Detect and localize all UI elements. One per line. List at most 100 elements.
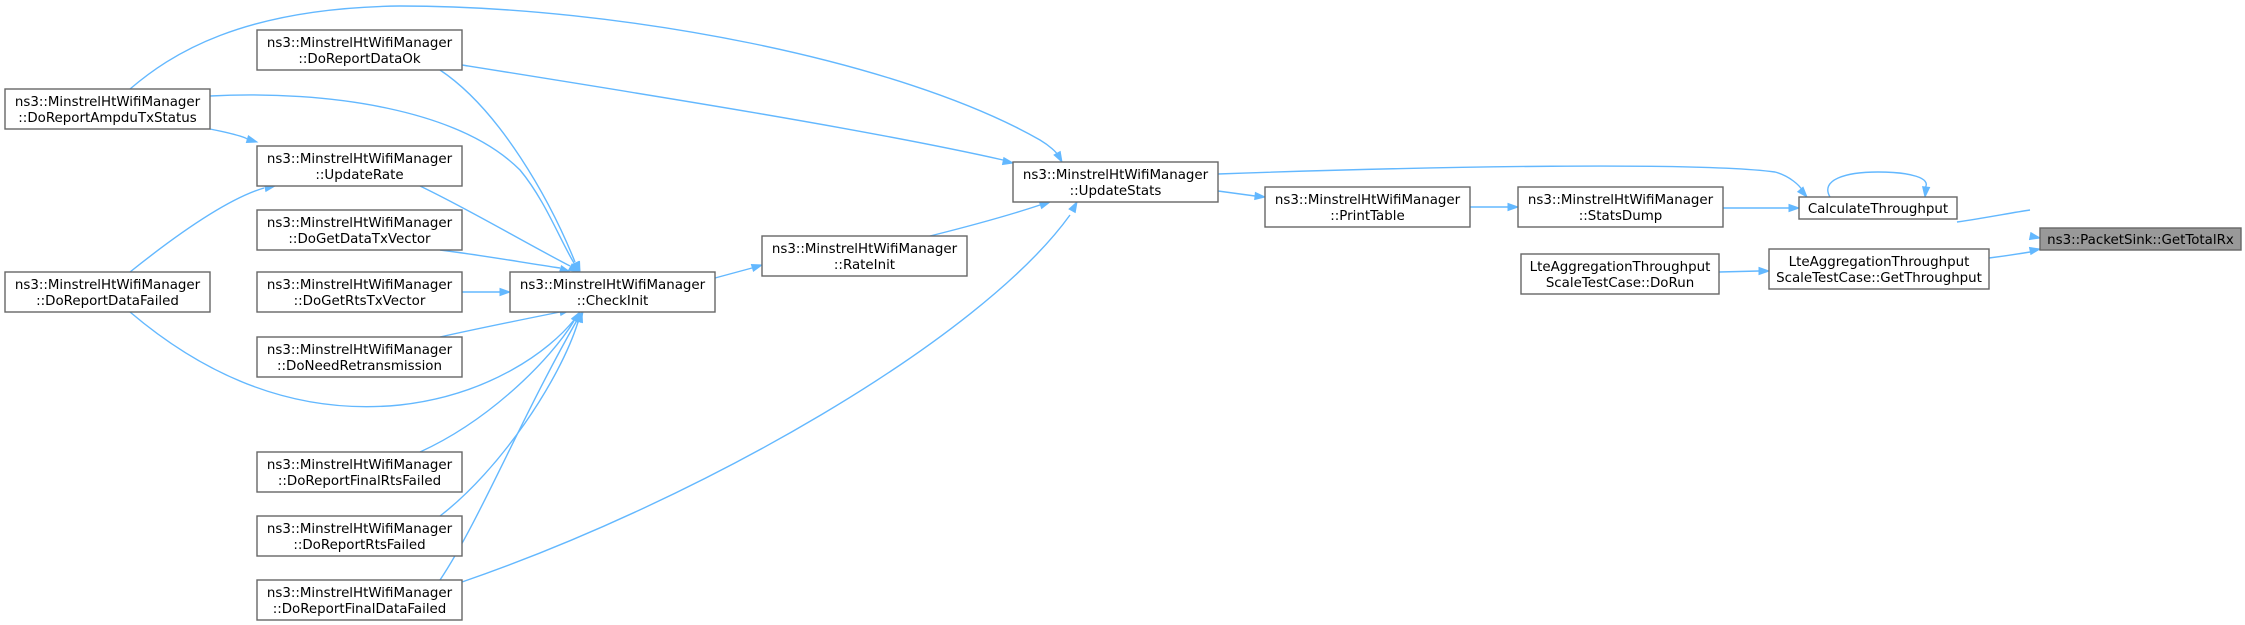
edge-line [209, 94, 575, 264]
node-box [1012, 161, 1219, 203]
edge-do-get-rts-tx-vector-to-check-init [462, 287, 512, 297]
node-do-report-data-failed[interactable]: ns3::MinstrelHtWifiManager::DoReportData… [4, 271, 211, 313]
arrowhead-icon [750, 263, 764, 273]
node-label: ns3::MinstrelHtWifiManager [267, 278, 453, 293]
edge-line [439, 249, 561, 269]
edge-do-need-retransmission-to-check-init [439, 307, 572, 338]
arrowhead-icon [1788, 203, 1801, 213]
arrowhead-icon [1921, 186, 1931, 199]
node-label: ::DoGetDataTxVector [288, 232, 431, 247]
node-box [1264, 186, 1471, 228]
node-label: ::UpdateRate [315, 168, 403, 183]
node-do-report-final-data-failed[interactable]: ns3::MinstrelHtWifiManager::DoReportFina… [256, 579, 463, 621]
edge-do-report-data-ok-to-update-stats [461, 64, 1015, 166]
node-box [509, 271, 716, 313]
node-lte-do-run[interactable]: LteAggregationThroughputScaleTestCase::D… [1520, 253, 1720, 295]
edge-do-get-data-tx-vector-to-check-init [439, 249, 572, 274]
node-box [256, 145, 463, 187]
node-update-stats[interactable]: ns3::MinstrelHtWifiManager::UpdateStats [1012, 161, 1219, 203]
node-rate-init[interactable]: ns3::MinstrelHtWifiManager::RateInit [761, 235, 968, 277]
edge-line [1718, 270, 1760, 273]
edge-rate-init-to-update-stats [929, 201, 1052, 237]
node-do-need-retransmission[interactable]: ns3::MinstrelHtWifiManager::DoNeedRetran… [256, 336, 463, 378]
node-label: ns3::MinstrelHtWifiManager [267, 36, 453, 51]
edge-update-rate-to-check-init [419, 185, 581, 273]
node-do-report-rts-failed[interactable]: ns3::MinstrelHtWifiManager::DoReportRtsF… [256, 515, 463, 557]
arrowhead-icon [1507, 202, 1520, 212]
edge-do-report-data-failed-to-update-rate [129, 183, 277, 273]
edge-line [1217, 190, 1256, 197]
node-box [1520, 253, 1720, 295]
node-label: ::DoReportFinalRtsFailed [278, 474, 441, 489]
edge-check-init-to-rate-init [714, 263, 764, 279]
edge-lte-get-throughput-to-get-total-rx [1988, 246, 2042, 259]
node-do-report-ampdu-tx-status[interactable]: ns3::MinstrelHtWifiManager::DoReportAmpd… [4, 88, 211, 130]
edge-line [1217, 165, 1803, 191]
node-calculate-throughput[interactable]: CalculateThroughput [1798, 196, 1958, 220]
edge-line [439, 311, 561, 338]
node-label: ::DoReportAmpduTxStatus [18, 111, 196, 126]
arrowhead-icon [245, 134, 259, 144]
node-box [761, 235, 968, 277]
arrowhead-icon [1068, 200, 1078, 214]
node-label: ::RateInit [834, 258, 895, 273]
node-label: ::DoReportDataOk [298, 52, 420, 67]
node-box [1768, 248, 1990, 290]
node-label: ::CheckInit [577, 294, 649, 309]
node-label: ns3::MinstrelHtWifiManager [267, 216, 453, 231]
node-box [1798, 196, 1958, 220]
arrowhead-icon [1001, 156, 1015, 166]
node-label: ::UpdateStats [1070, 184, 1162, 199]
node-box [256, 336, 463, 378]
node-lte-get-throughput[interactable]: LteAggregationThroughputScaleTestCase::G… [1768, 248, 1990, 290]
edge-line [129, 5, 1059, 156]
node-do-report-final-rts-failed[interactable]: ns3::MinstrelHtWifiManager::DoReportFina… [256, 451, 463, 493]
node-box [256, 451, 463, 493]
node-label: ns3::MinstrelHtWifiManager [772, 242, 958, 257]
node-label: ns3::PacketSink::GetTotalRx [2047, 233, 2234, 248]
node-label: ns3::MinstrelHtWifiManager [520, 278, 706, 293]
node-do-get-data-tx-vector[interactable]: ns3::MinstrelHtWifiManager::DoGetDataTxV… [256, 209, 463, 251]
edge-line [439, 321, 579, 517]
node-box [4, 271, 211, 313]
node-box [2039, 227, 2242, 251]
edge-update-stats-to-calculate-throughput [1217, 165, 1808, 199]
node-box [256, 209, 463, 251]
edge-do-report-final-data-failed-to-update-stats [461, 200, 1078, 583]
node-check-init[interactable]: ns3::MinstrelHtWifiManager::CheckInit [509, 271, 716, 313]
node-label: ScaleTestCase::DoRun [1546, 276, 1694, 291]
arrowhead-icon [2028, 246, 2042, 256]
node-box [256, 515, 463, 557]
edge-lte-do-run-to-lte-get-throughput [1718, 266, 1771, 276]
edge-line [461, 64, 1004, 161]
arrowhead-icon [573, 310, 584, 324]
node-label: ::DoReportFinalDataFailed [273, 602, 447, 617]
node-label: ::DoGetRtsTxVector [294, 294, 426, 309]
arrowhead-icon [1053, 150, 1063, 164]
node-label: ::StatsDump [1579, 209, 1663, 224]
node-stats-dump[interactable]: ns3::MinstrelHtWifiManager::StatsDump [1517, 186, 1724, 228]
edge-calculate-throughput-to-get-total-rx [1956, 209, 2042, 241]
node-do-get-rts-tx-vector[interactable]: ns3::MinstrelHtWifiManager::DoGetRtsTxVe… [256, 271, 463, 313]
node-label: ns3::MinstrelHtWifiManager [1023, 168, 1209, 183]
node-label: ::DoReportDataFailed [36, 294, 179, 309]
arrowhead-icon [1254, 191, 1267, 201]
edge-line [209, 128, 248, 140]
node-update-rate[interactable]: ns3::MinstrelHtWifiManager::UpdateRate [256, 145, 463, 187]
edge-line [1988, 251, 2031, 259]
edge-line [1956, 209, 2031, 223]
edge-line [461, 214, 1071, 583]
node-get-total-rx[interactable]: ns3::PacketSink::GetTotalRx [2039, 227, 2242, 251]
node-label: ns3::MinstrelHtWifiManager [267, 522, 453, 537]
node-label: LteAggregationThroughput [1789, 255, 1970, 270]
node-label: ns3::MinstrelHtWifiManager [267, 343, 453, 358]
node-do-report-data-ok[interactable]: ns3::MinstrelHtWifiManager::DoReportData… [256, 29, 463, 71]
node-print-table[interactable]: ns3::MinstrelHtWifiManager::PrintTable [1264, 186, 1471, 228]
node-label: ::DoNeedRetransmission [277, 359, 442, 374]
node-box [1517, 186, 1724, 228]
node-label: ns3::MinstrelHtWifiManager [15, 278, 201, 293]
edge-update-stats-to-print-table [1217, 190, 1267, 201]
edge-line [439, 69, 576, 263]
node-label: ns3::MinstrelHtWifiManager [15, 95, 201, 110]
